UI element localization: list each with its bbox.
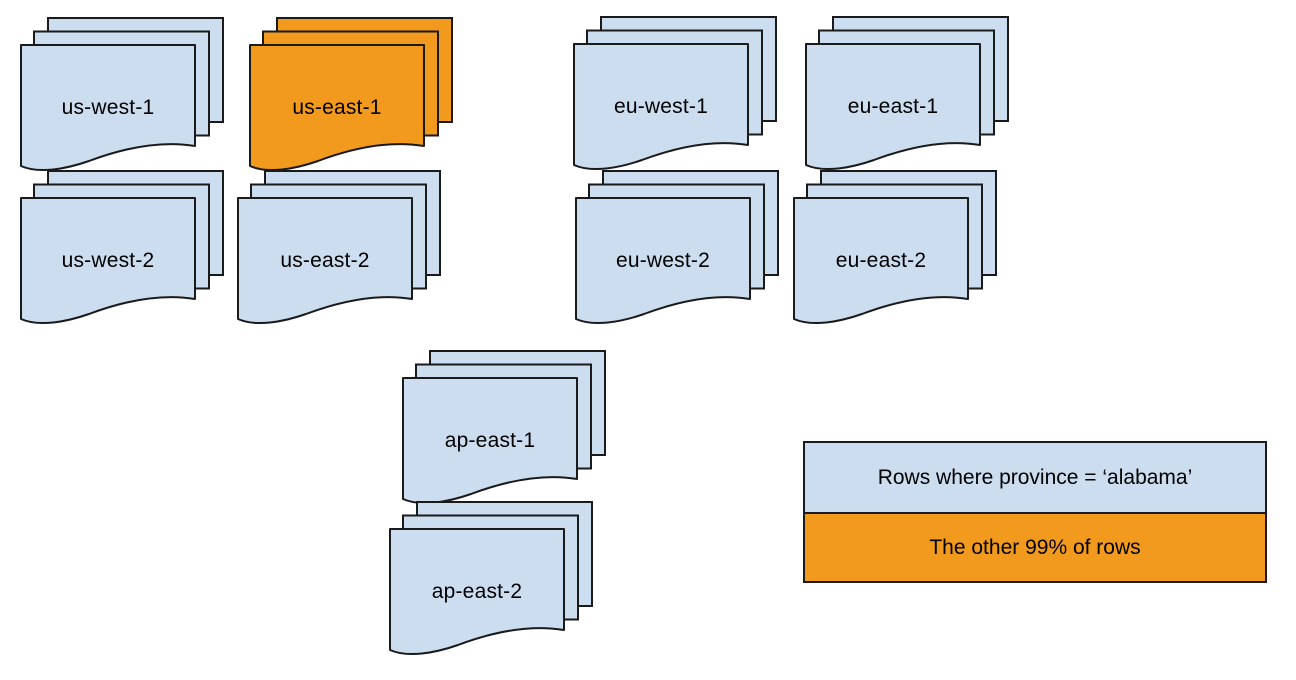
legend-item-other-rows: The other 99% of rows xyxy=(805,512,1265,581)
document-stack-icon xyxy=(805,16,1009,171)
region-label: eu-east-1 xyxy=(847,95,939,118)
region-label: us-west-2 xyxy=(61,249,155,272)
region-stack-ap-east-1: ap-east-1 xyxy=(402,350,606,508)
region-stack-us-west-2: us-west-2 xyxy=(20,170,224,328)
document-stack-icon xyxy=(389,501,593,656)
region-stack-eu-east-2: eu-east-2 xyxy=(793,170,997,328)
region-label: us-east-1 xyxy=(292,96,382,119)
region-label: ap-east-2 xyxy=(431,580,523,603)
document-stack-icon xyxy=(793,170,997,325)
legend-box: Rows where province = ‘alabama’ The othe… xyxy=(803,441,1267,583)
document-stack-icon xyxy=(249,17,453,172)
region-stack-ap-east-2: ap-east-2 xyxy=(389,501,593,659)
region-label: eu-west-2 xyxy=(615,249,710,272)
document-stack-icon xyxy=(20,17,224,172)
region-label: eu-west-1 xyxy=(613,95,708,118)
legend-item-alabama-rows: Rows where province = ‘alabama’ xyxy=(805,443,1265,512)
region-stack-us-east-1: us-east-1 xyxy=(249,17,453,175)
region-stack-eu-west-1: eu-west-1 xyxy=(573,16,777,174)
region-label: us-west-1 xyxy=(61,96,155,119)
document-stack-icon xyxy=(20,170,224,325)
document-stack-icon xyxy=(575,170,779,325)
region-label: eu-east-2 xyxy=(835,249,927,272)
region-label: us-east-2 xyxy=(280,249,370,272)
region-stack-eu-west-2: eu-west-2 xyxy=(575,170,779,328)
document-stack-icon xyxy=(237,170,441,325)
region-stack-us-west-1: us-west-1 xyxy=(20,17,224,175)
region-stack-us-east-2: us-east-2 xyxy=(237,170,441,328)
region-label: ap-east-1 xyxy=(444,429,536,452)
region-stack-eu-east-1: eu-east-1 xyxy=(805,16,1009,174)
document-stack-icon xyxy=(402,350,606,505)
document-stack-icon xyxy=(573,16,777,171)
